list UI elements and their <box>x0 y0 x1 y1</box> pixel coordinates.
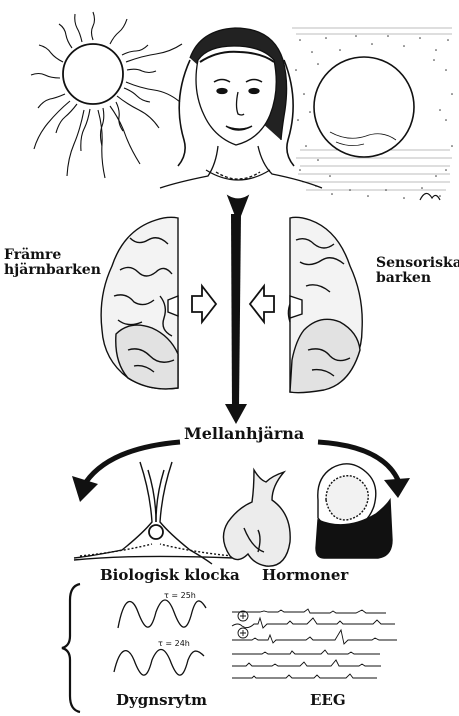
label-sensory-cortex-line1: Sensoriska <box>376 256 459 271</box>
rhythm-wave-24h <box>114 650 204 676</box>
label-frontal-cortex-line1: Främre <box>4 248 101 263</box>
label-eeg: EEG <box>310 693 346 709</box>
label-sensory-cortex: Sensoriska barken <box>376 256 459 285</box>
right-hollow-arrow <box>192 286 216 322</box>
left-hollow-arrow <box>250 286 274 322</box>
bracket-brace <box>62 584 80 712</box>
woman-portrait <box>160 28 322 222</box>
down-arrow-to-midbrain <box>225 214 247 424</box>
label-sensory-cortex-line2: barken <box>376 271 459 286</box>
label-midbrain: Mellanhjärna <box>184 426 304 443</box>
label-tau-24h: τ = 24h <box>158 640 190 648</box>
biological-clock-illustration <box>74 462 234 564</box>
eeg-traces <box>232 609 397 678</box>
label-biological-clock: Biologisk klocka <box>100 568 240 584</box>
label-frontal-cortex: Främre hjärnbarken <box>4 248 101 277</box>
label-frontal-cortex-line2: hjärnbarken <box>4 263 101 278</box>
sun-illustration <box>31 12 182 178</box>
pineal-gland-illustration <box>316 464 392 558</box>
label-tau-25h: τ = 25h <box>164 592 196 600</box>
moon-illustration <box>292 28 453 200</box>
label-hormones: Hormoner <box>262 568 348 584</box>
label-circadian-rhythm: Dygnsrytm <box>116 693 207 709</box>
pituitary-gland-illustration <box>223 470 290 566</box>
right-brain-hemisphere <box>288 217 362 392</box>
rhythm-wave-25h <box>118 600 206 628</box>
left-brain-hemisphere <box>101 217 178 389</box>
